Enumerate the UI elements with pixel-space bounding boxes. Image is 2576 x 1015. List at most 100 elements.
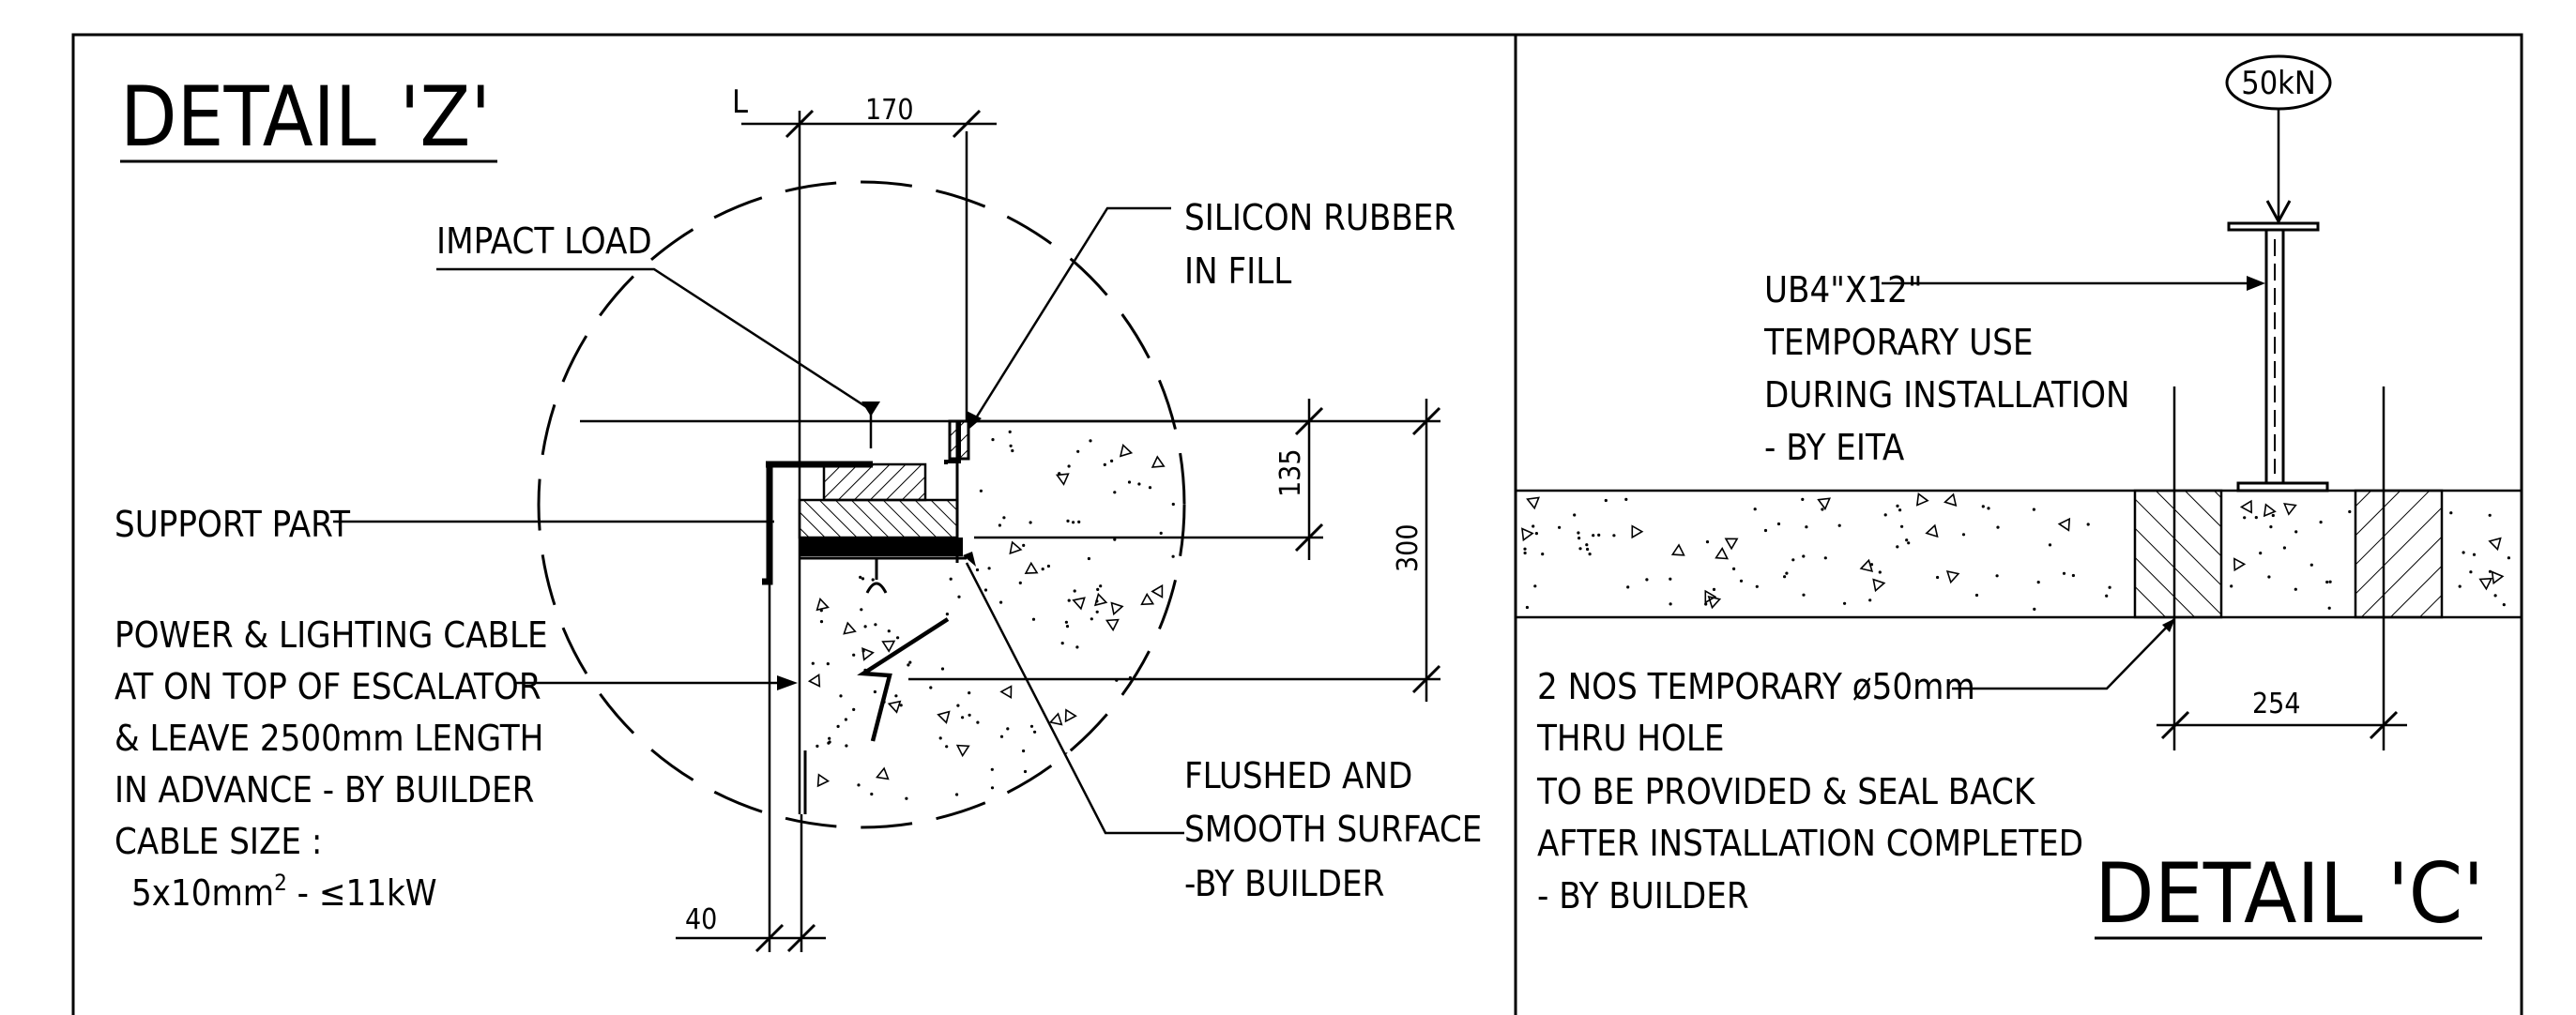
aggregate-dot [1110,459,1114,462]
aggregate-triangle [1009,540,1023,555]
hole-note-1: 2 NOS TEMPORARY ø50mm [1537,666,1975,707]
dim-40-text: 40 [685,903,717,936]
aggregate-triangle [1859,558,1874,572]
aggregate-dot [1022,543,1026,548]
aggregate-dot [839,694,843,698]
aggregate-dot [1087,556,1090,561]
aggregate-triangle [1715,547,1730,560]
aggregate-dot [2309,563,2313,567]
aggregate-dot [2269,525,2273,529]
aggregate-dot [1009,809,1014,812]
aggregate-dot [1077,520,1081,524]
leader-silicon [970,206,1171,425]
aggregate-dot [1823,556,1827,560]
cable-note-3: & LEAVE 2500mm LENGTH [114,718,543,759]
aggregate-dot [1843,601,1847,605]
aggregate-dot [1029,724,1034,728]
aggregate-triangle [887,700,902,714]
aggregate-dot [1995,574,1999,578]
aggregate-dot [940,667,945,671]
aggregate-dot [979,489,983,492]
aggregate-triangle [1915,492,1929,507]
beam-note-2: TEMPORARY USE [1763,322,2033,363]
aggregate-dot [1783,575,1787,579]
aggregate-triangle [1055,473,1070,486]
aggregate-dot [874,623,877,627]
aggregate-triangle [1945,570,1960,584]
aggregate-dot [1705,540,1710,544]
aggregate-dot [983,588,988,592]
aggregate-dot [1089,439,1092,443]
hole-note-3: TO BE PROVIDED & SEAL BACK [1536,771,2036,812]
aggregate-triangle [2239,499,2253,514]
aggregate-dot [2243,516,2247,520]
aggregate-dot [1755,584,1759,588]
aggregate-dot [2271,513,2275,518]
aggregate-triangle [955,744,970,758]
aggregate-triangle [2283,503,2297,516]
aggregate-dot [1987,507,1990,510]
beam-note-1: UB4"X12" [1764,269,1923,311]
aggregate-dot [1171,502,1175,507]
aggregate-dot [907,663,910,667]
aggregate-dot [1996,525,2000,529]
aggregate-dot [1148,486,1152,490]
aggregate-dot [1064,620,1068,624]
aggregate-dot [905,796,908,800]
aggregate-dot [1801,497,1805,502]
aggregate-dot [955,793,959,796]
aggregate-triangle [861,646,875,661]
aggregate-dot [899,704,903,707]
aggregate-dot [2472,553,2477,556]
dim-170-text: 170 [865,94,914,127]
aggregate-dot [1776,522,1781,526]
aggregate-triangle [1707,596,1722,610]
aggregate-dot [1961,533,1966,537]
aggregate-dot [2036,581,2040,584]
aggregate-dot [938,736,942,740]
aggregate-dot [1981,505,1985,508]
aggregate-triangle [1048,712,1063,726]
aggregate-dot [1116,713,1120,717]
aggregate-triangle [876,766,890,780]
label-support-part: SUPPORT PART [114,504,350,545]
beam-note-3: DURING INSTALLATION [1764,374,2130,416]
detail-c-title: DETAIL 'C' [2095,845,2484,942]
cable-note-2: AT ON TOP OF ESCALATOR [114,666,541,707]
dim-40: 40 [676,903,826,953]
aggregate-dot [957,595,961,598]
aggregate-dot [1592,534,1595,538]
aggregate-triangle [2233,557,2247,572]
aggregate-dot [1837,523,1841,527]
aggregate-triangle [2478,577,2493,591]
aggregate-dot [1023,769,1028,774]
aggregate-triangle [1526,496,1540,510]
aggregate-triangle [1670,543,1685,556]
aggregate-dot [990,786,995,790]
aggregate-dot [2259,552,2263,555]
load-label: 50kN [2241,65,2316,102]
aggregate-dot [1905,538,1909,542]
hole-note-2: THRU HOLE [1536,718,1724,759]
aggregate-dot [1120,698,1124,702]
aggregate-dot [863,625,867,629]
dim-254-text: 254 [2252,688,2301,720]
aggregate-dot [2502,603,2506,607]
aggregate-triangle [2491,570,2505,585]
aggregate-dot [1821,508,1824,511]
flush-note-1: FLUSHED AND [1184,755,1412,796]
aggregate-dot [2488,513,2492,517]
aggregate-dot [1597,533,1601,538]
aggregate-dot [1076,449,1080,453]
aggregate-triangle [816,773,831,788]
aggregate-dot [1739,579,1744,583]
aggregate-dot [1898,508,1902,512]
label-silicon-2: IN FILL [1184,250,1291,292]
aggregate-dot [1159,531,1163,536]
aggregate-dot [1732,567,1736,571]
aggregate-dot [1168,803,1172,807]
dim-300-text: 300 [1392,523,1425,572]
aggregate-dot [1018,581,1022,585]
aggregate-triangle [1521,527,1534,542]
aggregate-dot [1011,448,1014,453]
